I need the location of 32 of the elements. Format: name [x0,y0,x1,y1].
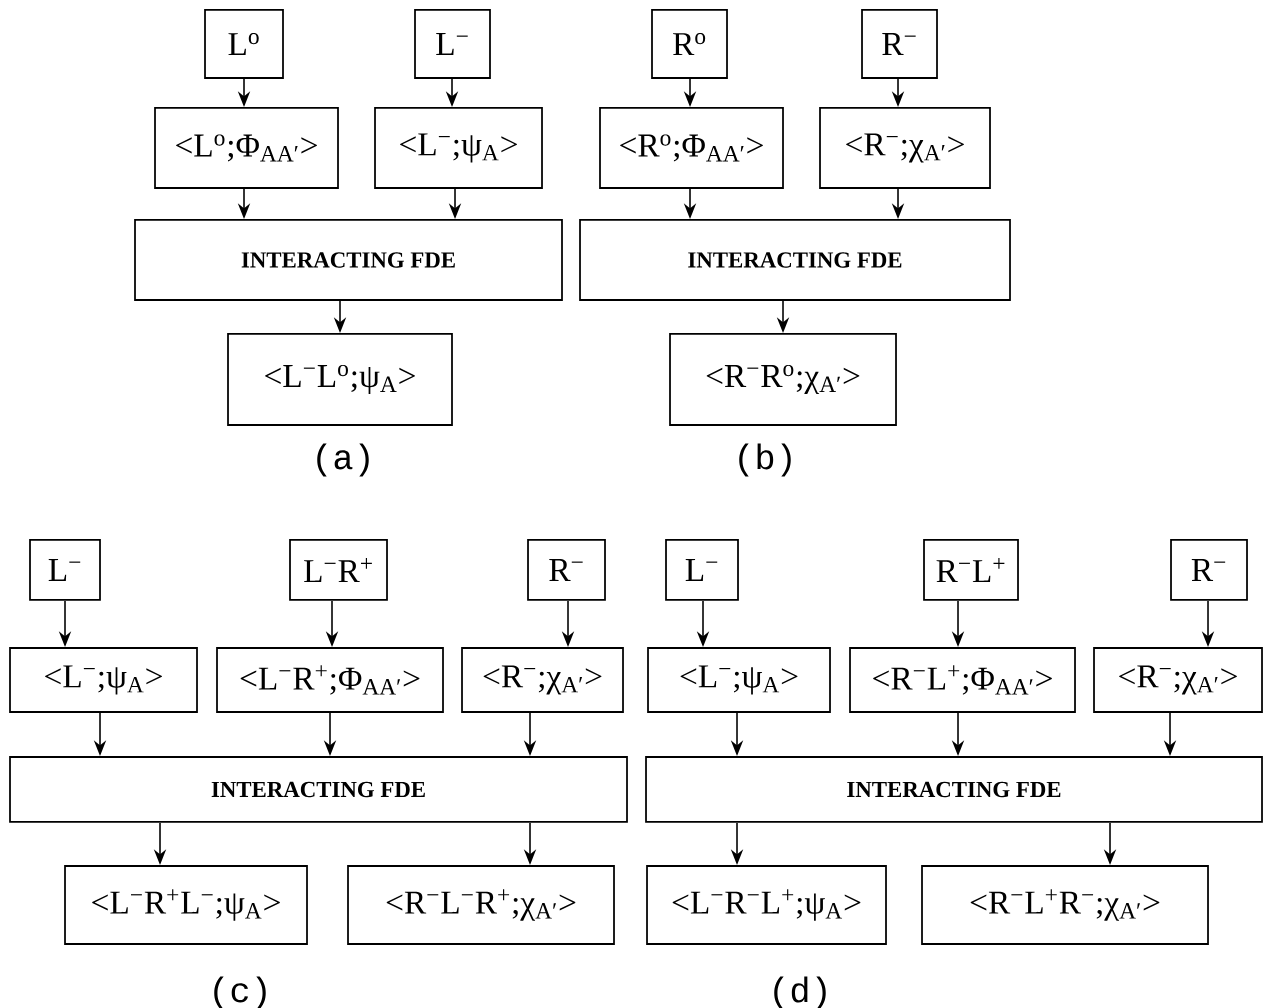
state-box: <R$^{−}$;χ$_{A′}$> [819,107,991,189]
panel-label: (a) [317,443,369,477]
process-box: INTERACTING FDE [645,756,1263,823]
state-box: <R$^{−}$L$^{−}$R$^{+}$;χ$_{A′}$> [347,865,615,945]
state-box: L$^{o}$ [204,9,284,79]
state-box: <L$^{−}$;ψ$_{A}$> [9,647,198,713]
state-box: <L$^{−}$;ψ$_{A}$> [647,647,831,713]
process-box: INTERACTING FDE [134,219,563,301]
state-box: <R$^{−}$L$^{+}$;Φ$_{AA′}$> [849,647,1076,713]
process-box: INTERACTING FDE [9,756,628,823]
state-box: R$^{−}$L$^{+}$ [923,539,1019,601]
state-box: R$^{−}$ [861,9,938,79]
state-box: <L$^{−}$L$^{o}$;ψ$_{A}$> [227,333,453,426]
state-box: R$^{−}$ [527,539,606,601]
state-box: R$^{o}$ [651,9,728,79]
state-box: <R$^{o}$;Φ$_{AA′}$> [599,107,784,189]
state-box: <L$^{−}$;ψ$_{A}$> [374,107,543,189]
panel-label: (b) [739,443,791,477]
process-box: INTERACTING FDE [579,219,1011,301]
state-box: L$^{−}$ [29,539,101,601]
state-box: <R$^{−}$L$^{+}$R$^{−}$;χ$_{A′}$> [921,865,1209,945]
state-box: <R$^{−}$;χ$_{A′}$> [1093,647,1263,713]
state-box: <L$^{−}$R$^{−}$L$^{+}$;ψ$_{A}$> [646,865,887,945]
state-box: L$^{−}$ [665,539,739,601]
state-box: <L$^{−}$R$^{+}$L$^{−}$;ψ$_{A}$> [64,865,308,945]
state-box: R$^{−}$ [1170,539,1248,601]
state-box: <R$^{−}$R$^{o}$;χ$_{A′}$> [669,333,897,426]
state-box: <L$^{−}$R$^{+}$;Φ$_{AA′}$> [216,647,444,713]
state-box: <L$^{o}$;Φ$_{AA′}$> [154,107,339,189]
state-box: L$^{−}$ [414,9,491,79]
state-box: <R$^{−}$;χ$_{A′}$> [461,647,624,713]
state-box: L$^{−}$R$^{+}$ [289,539,388,601]
